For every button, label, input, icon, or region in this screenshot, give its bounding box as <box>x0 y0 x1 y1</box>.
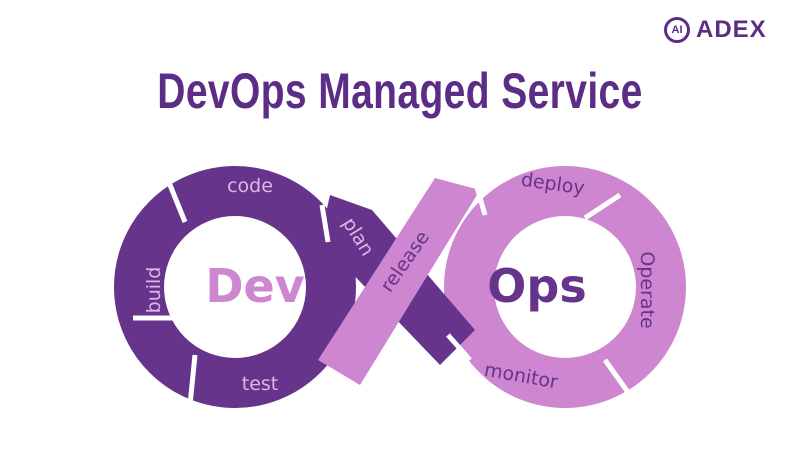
page-title: DevOps Managed Service <box>157 63 643 119</box>
stage-operate: Operate <box>636 251 658 328</box>
brand-logo: AI ADEX <box>664 16 767 44</box>
dev-label: Dev <box>205 259 304 313</box>
segment-separators <box>133 179 633 406</box>
ai-badge-icon: AI <box>664 17 690 43</box>
brand-name: ADEX <box>696 16 767 43</box>
release-band <box>318 178 480 385</box>
ops-label: Ops <box>487 259 586 313</box>
stage-test: test <box>242 373 279 395</box>
dev-ring <box>114 166 356 408</box>
ops-ring <box>444 166 686 408</box>
stage-code: code <box>227 175 273 197</box>
stage-build: build <box>143 267 165 314</box>
